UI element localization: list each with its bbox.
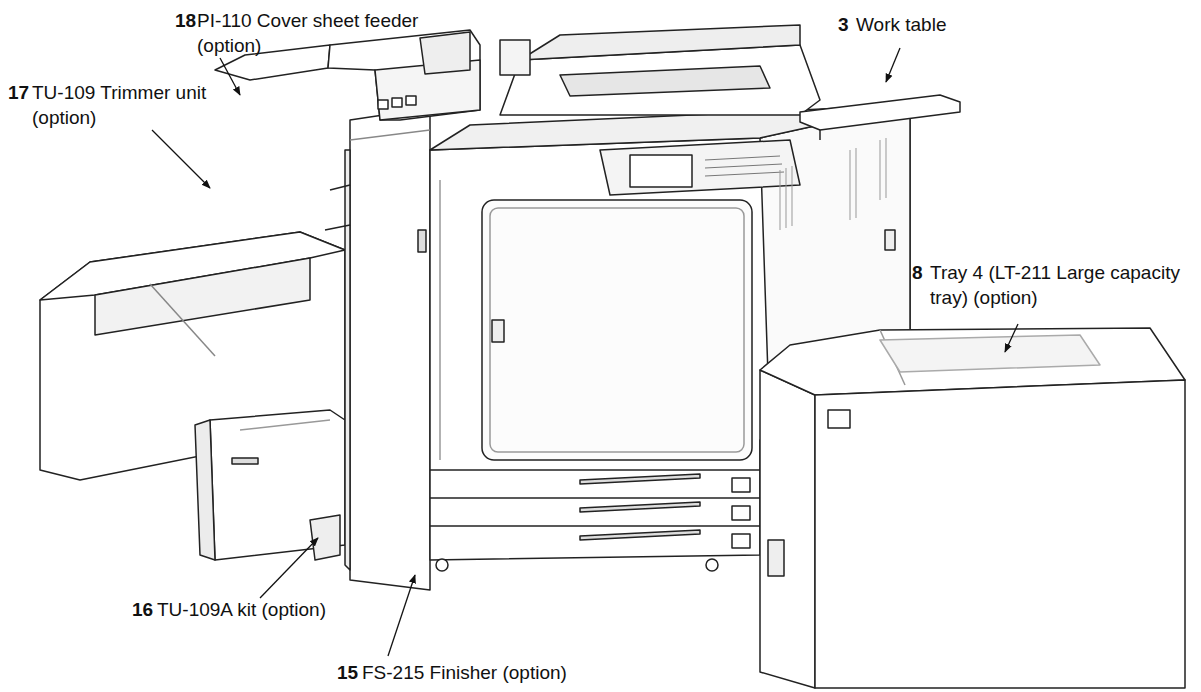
- callout-number: 3: [838, 12, 849, 37]
- part-name: PI-110 Cover sheet feeder (option): [197, 8, 447, 58]
- large-capacity-tray: [760, 328, 1185, 688]
- leader-line: [220, 58, 240, 95]
- leader-line: [886, 48, 900, 82]
- trimmer-unit: [40, 232, 345, 560]
- part-name: Tray 4 (LT-211 Large capacity tray) (opt…: [930, 260, 1192, 310]
- leader-line: [260, 538, 318, 598]
- callout-number: 18: [175, 8, 196, 33]
- callout-number: 17: [8, 80, 29, 105]
- leader-lines: [152, 48, 1018, 656]
- part-name: FS-215 Finisher (option): [362, 660, 567, 685]
- callout-number: 8: [912, 260, 923, 285]
- work-table: [800, 95, 960, 140]
- callout-number: 16: [132, 597, 153, 622]
- leader-line: [152, 130, 210, 188]
- part-name: TU-109A kit (option): [157, 597, 326, 622]
- part-name: TU-109 Trimmer unit (option): [32, 80, 242, 130]
- leader-line: [388, 575, 415, 656]
- callout-number: 15: [337, 660, 358, 685]
- finisher-unit: [325, 108, 430, 590]
- leader-line: [1005, 324, 1018, 352]
- part-name: Work table: [856, 12, 946, 37]
